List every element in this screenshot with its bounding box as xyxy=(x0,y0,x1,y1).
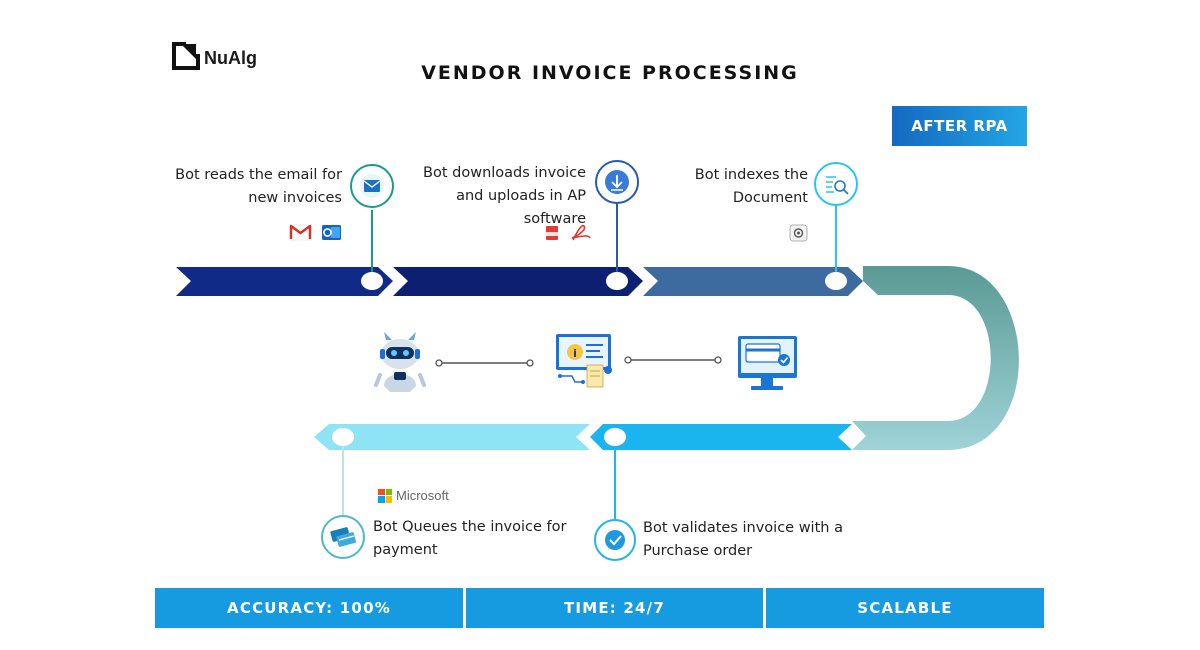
svg-text:i: i xyxy=(573,347,577,360)
step-2-line-1: Bot downloads invoice xyxy=(423,165,586,181)
flow-segment-2 xyxy=(393,267,643,296)
flow-node-5 xyxy=(332,428,354,446)
step-1-text: Bot reads the email for new invoices xyxy=(140,164,342,210)
flow-node-3 xyxy=(825,272,847,290)
flow-segment-5 xyxy=(314,424,590,450)
step-5-line-1: Bot Queues the invoice for xyxy=(373,519,567,535)
download-icon xyxy=(595,160,639,204)
outlook-icon xyxy=(322,225,341,240)
flow-segment-1 xyxy=(176,267,393,296)
flow-segment-4 xyxy=(590,424,852,450)
connector-line-2 xyxy=(624,356,722,364)
flow-node-4 xyxy=(604,428,626,446)
step-5-line-2: payment xyxy=(373,542,438,558)
step-1-line-1: Bot reads the email for xyxy=(175,167,342,183)
step-1-line-2: new invoices xyxy=(248,190,342,206)
flow-segment-3 xyxy=(643,267,863,296)
payment-cards-icon xyxy=(321,515,365,559)
ap-software-icon: i xyxy=(556,334,612,388)
microsoft-label: Microsoft xyxy=(396,488,449,503)
flow-node-1 xyxy=(361,272,383,290)
metric-time: TIME: 24/7 xyxy=(466,588,763,628)
pdf-file-icon xyxy=(546,226,558,240)
search-document-icon xyxy=(814,162,858,206)
acrobat-icon xyxy=(571,224,591,241)
brand-logo: NuAlg xyxy=(170,38,257,72)
step-4-text: Bot validates invoice with a Purchase or… xyxy=(643,517,883,563)
metric-scalable: SCALABLE xyxy=(766,588,1044,628)
page-title: VENDOR INVOICE PROCESSING xyxy=(421,62,799,84)
microsoft-logo: Microsoft xyxy=(378,488,449,503)
step-3-text: Bot indexes the Document xyxy=(660,164,808,210)
step-3-line-2: Document xyxy=(732,190,808,206)
robot-icon xyxy=(374,332,426,392)
brand-name: NuAlg xyxy=(204,47,257,68)
settings-chip-icon xyxy=(789,224,808,242)
microsoft-icon xyxy=(378,488,392,503)
step-5-text: Bot Queues the invoice for payment xyxy=(373,516,595,562)
step-2-line-3: software xyxy=(523,211,586,227)
connector-line-1 xyxy=(435,359,534,367)
step-4-line-2: Purchase order xyxy=(643,543,753,559)
step-4-line-1: Bot validates invoice with a xyxy=(643,520,843,536)
metric-accuracy: ACCURACY: 100% xyxy=(155,588,463,628)
step-3-line-1: Bot indexes the xyxy=(694,167,808,183)
after-rpa-badge: AFTER RPA xyxy=(892,106,1027,146)
step-2-text: Bot downloads invoice and uploads in AP … xyxy=(395,162,586,231)
flow-curve xyxy=(852,266,1019,450)
email-icon xyxy=(350,164,394,208)
step-2-line-2: and uploads in AP xyxy=(456,188,586,204)
gmail-icon xyxy=(289,224,312,241)
flow-node-2 xyxy=(606,272,628,290)
checkmark-icon xyxy=(594,519,636,561)
nualg-logo-icon xyxy=(170,40,200,70)
payment-monitor-icon xyxy=(738,336,797,390)
